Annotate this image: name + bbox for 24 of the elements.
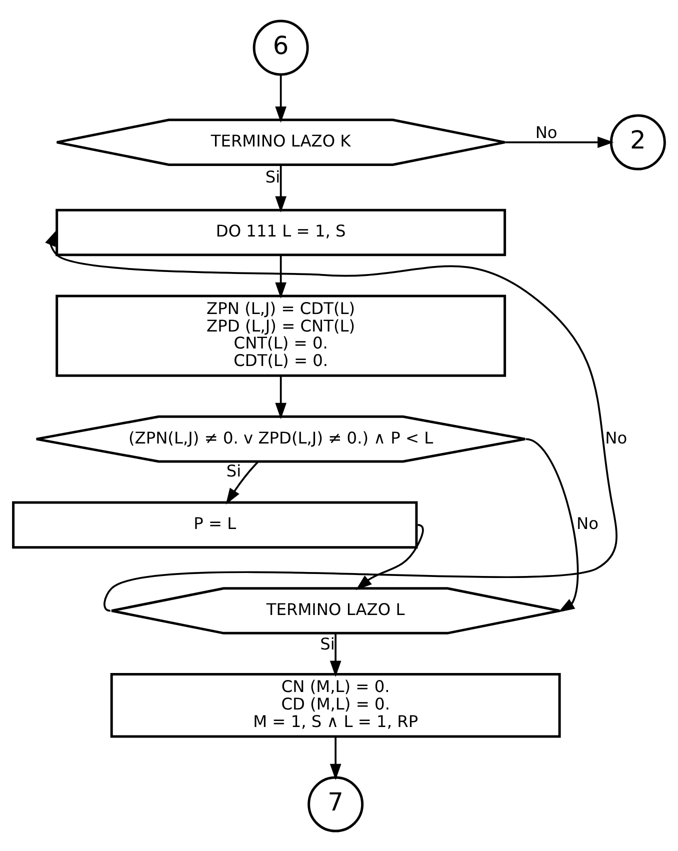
edge-label: No — [535, 122, 558, 142]
node-circle: 6 — [252, 19, 309, 76]
arrow — [275, 74, 286, 122]
edge-label: Si — [320, 634, 335, 653]
node-circle: 2 — [610, 114, 666, 170]
arrow — [275, 375, 286, 419]
node-box: P = L — [12, 500, 418, 548]
arrow — [275, 164, 286, 212]
edge-label: Si — [226, 460, 242, 480]
arrow — [330, 632, 342, 676]
arrow — [526, 438, 579, 612]
arrow — [356, 524, 424, 590]
edge-label: No — [576, 514, 599, 533]
node-box: CN (M,L) = 0. CD (M,L) = 0. M = 1, S ∧ L = 1, RP — [110, 672, 561, 738]
node-box: DO 111 L = 1, S — [56, 208, 506, 256]
edge-label: Si — [265, 167, 280, 186]
arrow — [45, 229, 618, 611]
arrow — [275, 254, 286, 298]
node-box: ZPN (L,J) = CDT(L) ZPD (L,J) = CNT(L) CNT(L) = 0. CDT(L) = 0. — [56, 294, 506, 376]
node-circle: 7 — [308, 776, 364, 832]
arrow — [330, 736, 342, 780]
arrow — [505, 136, 614, 148]
arrow — [226, 460, 260, 504]
edge-label: No — [605, 428, 628, 447]
